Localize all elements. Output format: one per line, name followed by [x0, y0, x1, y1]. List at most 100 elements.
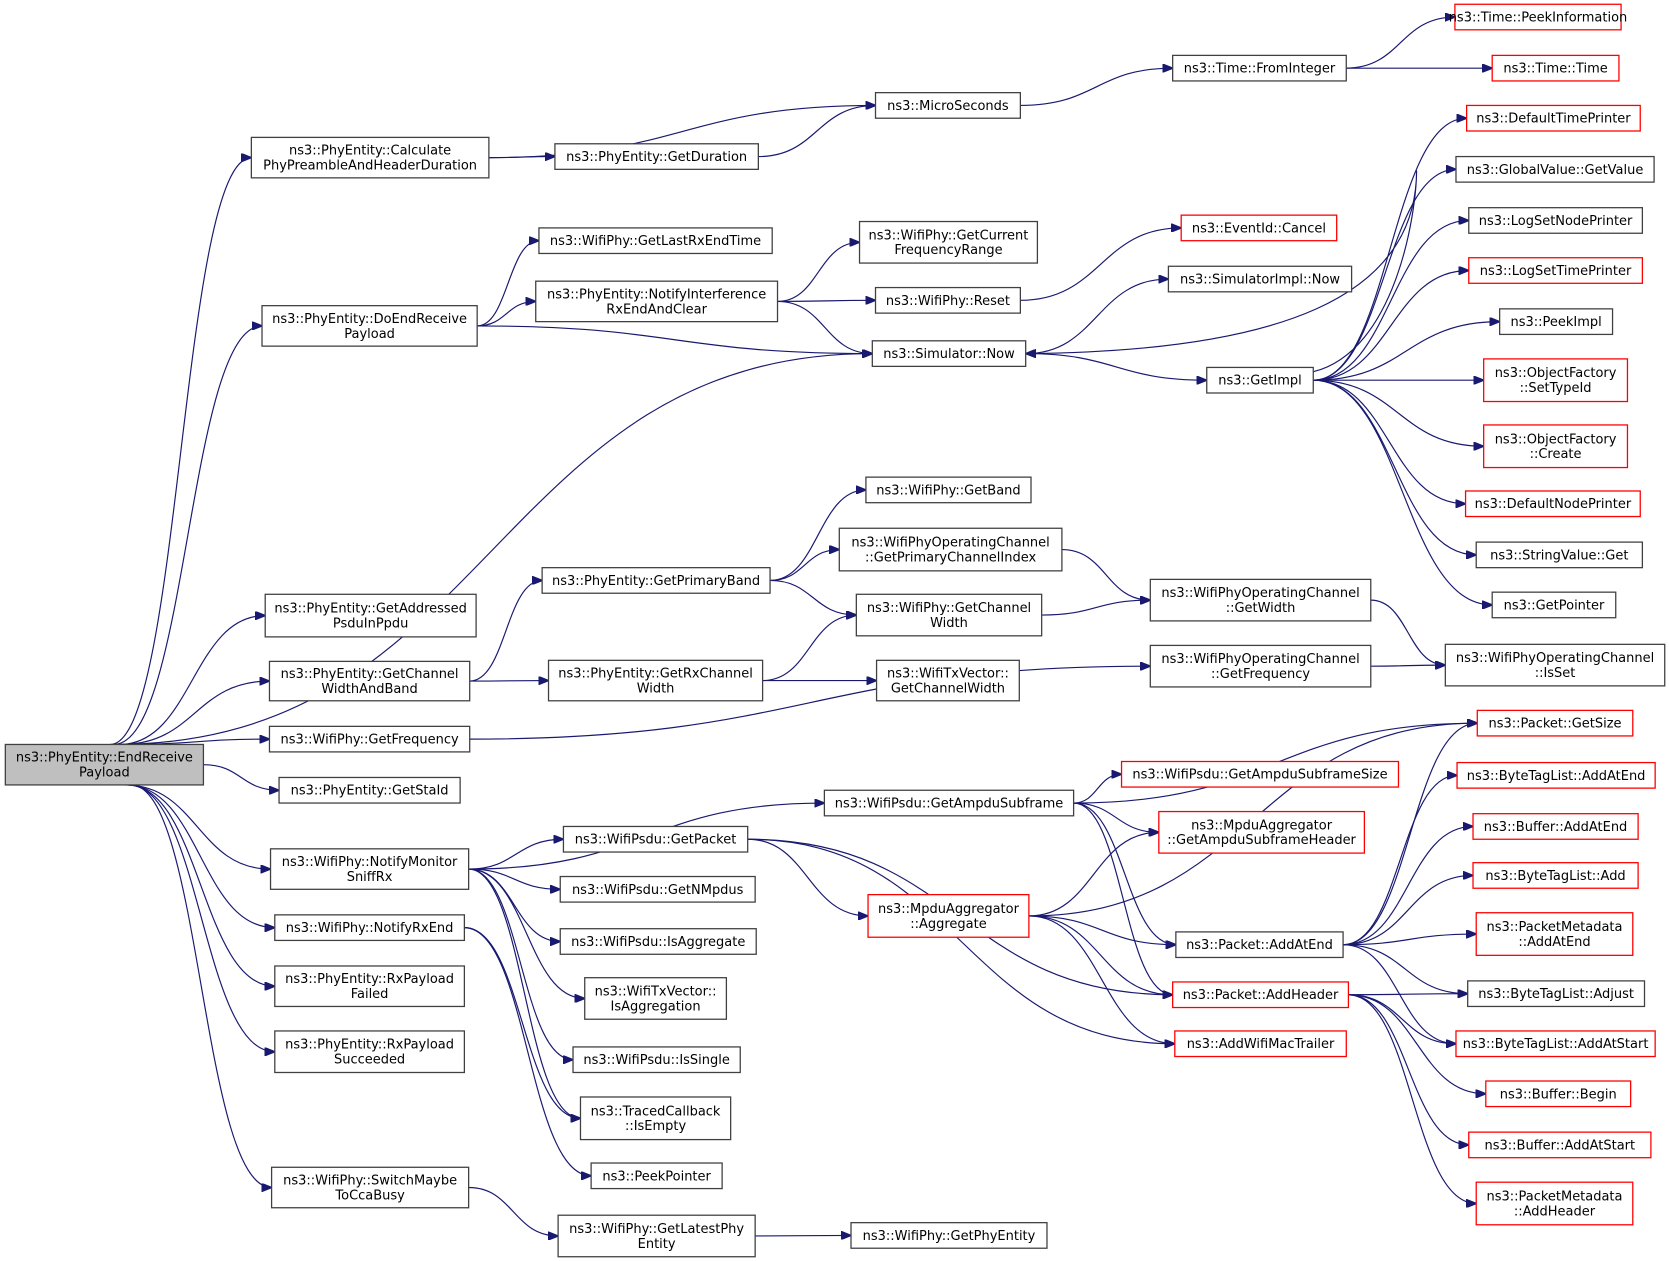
node-event-id-cancel[interactable]: ns3::EventId::Cancel: [1180, 214, 1338, 242]
node-wifi-psdu-get-ampdu-subframe[interactable]: ns3::WifiPsdu::GetAmpduSubframe: [823, 789, 1075, 817]
node-label: ::AddHeader: [1514, 1204, 1596, 1219]
node-wifi-phy-operating-channel-get-primary-channel-index[interactable]: ns3::WifiPhyOperatingChannel::GetPrimary…: [838, 527, 1063, 572]
edge-n55-to-n56: [1028, 915, 1176, 945]
node-buffer-add-at-start[interactable]: ns3::Buffer::AddAtStart: [1468, 1131, 1652, 1159]
node-label: ns3::WifiTxVector::: [887, 667, 1009, 682]
node-wifi-phy-operating-channel-get-frequency[interactable]: ns3::WifiPhyOperatingChannel::GetFrequen…: [1149, 644, 1372, 688]
node-box: [865, 476, 1032, 504]
node-label: Payload: [344, 327, 395, 342]
node-wifi-psdu-is-aggregate[interactable]: ns3::WifiPsdu::IsAggregate: [559, 928, 757, 955]
edge-n57-to-n64: [1348, 994, 1456, 1044]
edge-n1-to-n13: [488, 157, 555, 158]
node-wifi-psdu-get-ampdu-subframe-size[interactable]: ns3::WifiPsdu::GetAmpduSubframeSize: [1120, 760, 1400, 788]
node-phy-entity-calculate-phy-preamble-and-header-duration[interactable]: ns3::PhyEntity::CalculatePhyPreambleAndH…: [250, 136, 490, 179]
node-traced-callback-is-empty[interactable]: ns3::TracedCallback::IsEmpty: [579, 1096, 732, 1141]
node-global-value-get-value[interactable]: ns3::GlobalValue::GetValue: [1455, 155, 1655, 183]
node-simulator-impl-now[interactable]: ns3::SimulatorImpl::Now: [1167, 265, 1353, 293]
node-wifi-phy-get-band[interactable]: ns3::WifiPhy::GetBand: [865, 476, 1032, 504]
node-get-impl[interactable]: ns3::GetImpl: [1206, 366, 1314, 394]
node-phy-entity-notify-interference-rx-end-and-clear[interactable]: ns3::PhyEntity::NotifyInterferenceRxEndA…: [535, 280, 779, 323]
node-simulator-now[interactable]: ns3::Simulator::Now: [871, 340, 1027, 368]
node-label: ns3::WifiPhyOperatingChannel: [1456, 651, 1654, 666]
node-wifi-phy-operating-channel-get-width[interactable]: ns3::WifiPhyOperatingChannel::GetWidth: [1149, 578, 1372, 622]
node-box: [274, 1030, 466, 1074]
node-get-pointer[interactable]: ns3::GetPointer: [1491, 591, 1617, 619]
node-mpdu-aggregator-get-ampdu-subframe-header[interactable]: ns3::MpduAggregator::GetAmpduSubframeHea…: [1158, 810, 1366, 854]
node-wifi-phy-reset[interactable]: ns3::WifiPhy::Reset: [874, 286, 1021, 314]
node-wifi-phy-get-frequency[interactable]: ns3::WifiPhy::GetFrequency: [268, 725, 471, 753]
node-box: [590, 1162, 723, 1190]
node-byte-tag-list-adjust[interactable]: ns3::ByteTagList::Adjust: [1467, 980, 1646, 1008]
node-label: ns3::Packet::GetSize: [1489, 717, 1622, 732]
node-wifi-psdu-is-single[interactable]: ns3::WifiPsdu::IsSingle: [572, 1046, 741, 1074]
node-string-value-get[interactable]: ns3::StringValue::Get: [1475, 541, 1644, 569]
node-phy-entity-get-duration[interactable]: ns3::PhyEntity::GetDuration: [554, 143, 759, 170]
node-label: Entity: [638, 1237, 676, 1252]
node-box: [1206, 366, 1314, 394]
node-label: ns3::ObjectFactory: [1495, 366, 1617, 381]
node-label: ns3::WifiPhyOperatingChannel: [851, 536, 1049, 551]
node-wifi-phy-operating-channel-is-set[interactable]: ns3::WifiPhyOperatingChannel::IsSet: [1444, 643, 1666, 687]
edge-n57-to-n66: [1348, 994, 1468, 1145]
node-mpdu-aggregator-aggregate[interactable]: ns3::MpduAggregator::Aggregate: [867, 893, 1030, 938]
node-label: ns3::PhyEntity::GetRxChannel: [558, 667, 753, 682]
node-byte-tag-list-add-at-start[interactable]: ns3::ByteTagList::AddAtStart: [1455, 1030, 1656, 1058]
node-byte-tag-list-add-at-end[interactable]: ns3::ByteTagList::AddAtEnd: [1456, 761, 1656, 789]
node-label: Width: [930, 616, 968, 631]
edge-n45-to-n56: [1073, 802, 1176, 945]
node-time-from-integer[interactable]: ns3::Time::FromInteger: [1172, 54, 1347, 82]
node-wifi-phy-notify-rx-end[interactable]: ns3::WifiPhy::NotifyRxEnd: [274, 914, 466, 942]
node-wifi-phy-get-channel-width[interactable]: ns3::WifiPhy::GetChannelWidth: [855, 593, 1043, 637]
node-phy-entity-get-sta-id[interactable]: ns3::PhyEntity::GetStaId: [278, 776, 461, 804]
node-default-node-printer[interactable]: ns3::DefaultNodePrinter: [1464, 490, 1641, 518]
node-buffer-begin[interactable]: ns3::Buffer::Begin: [1485, 1080, 1632, 1108]
edge-n7-to-n52: [468, 868, 573, 1060]
node-wifi-psdu-get-nmpdus[interactable]: ns3::WifiPsdu::GetNMpdus: [559, 875, 756, 903]
node-time-time[interactable]: ns3::Time::Time: [1491, 54, 1620, 82]
node-box: [1456, 761, 1656, 789]
node-label: ns3::WifiPsdu::IsSingle: [583, 1053, 729, 1068]
node-label: ::GetPrimaryChannelIndex: [865, 550, 1036, 565]
node-wifi-phy-get-phy-entity[interactable]: ns3::WifiPhy::GetPhyEntity: [850, 1222, 1048, 1249]
node-object-factory-set-type-id[interactable]: ns3::ObjectFactory::SetTypeId: [1483, 358, 1629, 403]
node-object-factory-create[interactable]: ns3::ObjectFactory::Create: [1483, 424, 1629, 469]
node-packet-get-size[interactable]: ns3::Packet::GetSize: [1476, 709, 1634, 737]
node-buffer-add-at-end[interactable]: ns3::Buffer::AddAtEnd: [1472, 813, 1639, 840]
node-peek-pointer[interactable]: ns3::PeekPointer: [590, 1162, 723, 1190]
edge-n56-to-n62: [1343, 934, 1476, 946]
node-packet-metadata-add-header[interactable]: ns3::PacketMetadata::AddHeader: [1475, 1181, 1634, 1226]
edge-n15-to-n17: [777, 242, 860, 302]
node-packet-metadata-add-at-end[interactable]: ns3::PacketMetadata::AddAtEnd: [1475, 912, 1634, 956]
node-packet-add-at-end[interactable]: ns3::Packet::AddAtEnd: [1175, 931, 1344, 959]
node-micro-seconds[interactable]: ns3::MicroSeconds: [874, 92, 1021, 119]
node-add-wifi-mac-trailer[interactable]: ns3::AddWifiMacTrailer: [1174, 1030, 1347, 1058]
node-byte-tag-list-add[interactable]: ns3::ByteTagList::Add: [1472, 862, 1639, 889]
node-wifi-tx-vector-is-aggregation[interactable]: ns3::WifiTxVector::IsAggregation: [584, 977, 728, 1020]
edge-n18-to-n22: [1020, 228, 1181, 301]
node-default-time-printer[interactable]: ns3::DefaultTimePrinter: [1465, 104, 1641, 132]
node-time-peek-information[interactable]: ns3::Time::PeekInformation: [1449, 3, 1628, 31]
node-packet-add-header[interactable]: ns3::Packet::AddHeader: [1172, 981, 1350, 1009]
node-label: ns3::WifiTxVector::: [595, 984, 717, 999]
node-wifi-tx-vector-get-channel-width[interactable]: ns3::WifiTxVector::GetChannelWidth: [875, 659, 1020, 702]
node-phy-entity-get-primary-band[interactable]: ns3::PhyEntity::GetPrimaryBand: [541, 567, 771, 594]
edge-n0-to-n2: [113, 326, 262, 746]
node-log-set-node-printer[interactable]: ns3::LogSetNodePrinter: [1468, 207, 1644, 234]
node-wifi-phy-get-last-rx-end-time[interactable]: ns3::WifiPhy::GetLastRxEndTime: [538, 227, 773, 255]
edge-n15-to-n18: [777, 300, 876, 301]
node-wifi-psdu-get-packet[interactable]: ns3::WifiPsdu::GetPacket: [562, 825, 749, 853]
edge-n2-to-n16: [477, 325, 872, 354]
node-log-set-time-printer[interactable]: ns3::LogSetTimePrinter: [1468, 257, 1644, 284]
node-peek-impl[interactable]: ns3::PeekImpl: [1499, 308, 1614, 336]
